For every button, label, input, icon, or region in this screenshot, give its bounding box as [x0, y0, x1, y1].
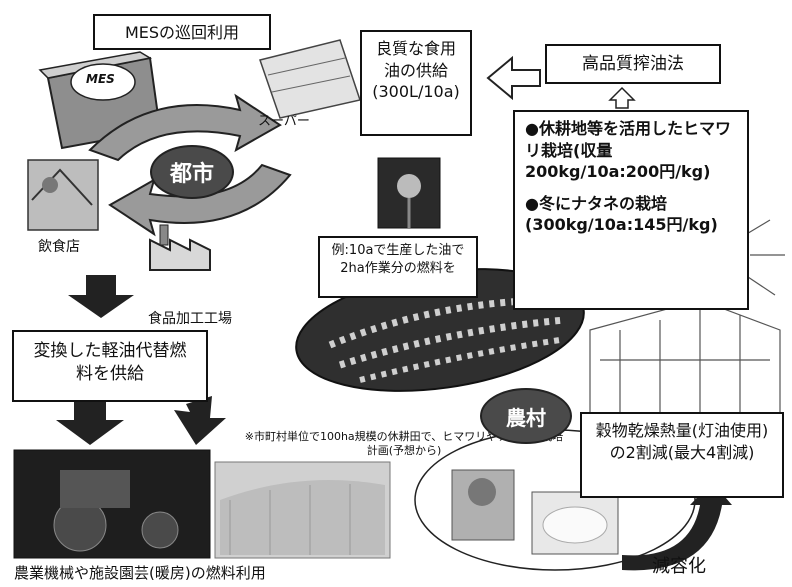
fuel-supply-box: 変換した軽油代替燃料を供給	[12, 330, 208, 402]
volume-reduction-label: 減容化	[652, 556, 706, 577]
cultivation-box: ●休耕地等を活用したヒマワリ栽培(収量200kg/10a:200円/kg) ●冬…	[513, 110, 749, 310]
restaurant-icon	[27, 159, 99, 231]
hollow-arrow-up-icon	[608, 86, 636, 109]
supermarket-icon	[259, 39, 361, 119]
municipal-note: ※市町村単位で100ha規模の休耕田で、ヒマワリやナタネの栽培計画(予想から)	[244, 430, 564, 458]
mes-cycle-title: MESの巡回利用	[124, 23, 240, 42]
arrow-down-left-icon	[68, 275, 134, 318]
cultivation-sunflower-text: ●休耕地等を活用したヒマワリ栽培(収量200kg/10a:200円/kg)	[525, 119, 731, 182]
factory-icon	[149, 224, 211, 271]
city-badge: 都市	[150, 145, 234, 199]
city-label: 都市	[169, 162, 214, 187]
cycle-arrows-icon	[88, 93, 292, 237]
supermarket-label: スーパー	[258, 114, 310, 129]
oil-supply-text: 良質な食用油の供給(300L/10a)	[372, 39, 460, 102]
example-note-text: 例:10aで生産した油で2ha作業分の燃料を	[331, 243, 465, 276]
drying-text: 穀物乾燥熱量(灯油使用)の2割減(最大4割減)	[595, 421, 769, 462]
sun-icon	[744, 219, 785, 296]
arrow-diagonal-icon	[174, 396, 226, 445]
village-label: 農村	[506, 405, 546, 430]
curved-arrow-icon	[622, 482, 732, 571]
field-illustration	[295, 268, 585, 392]
mes-cycle-title-box: MESの巡回利用	[93, 14, 271, 50]
method-box: 高品質搾油法	[545, 44, 721, 84]
oil-supply-box: 良質な食用油の供給(300L/10a)	[360, 30, 472, 136]
arrow-down-tractor-icon	[56, 400, 124, 445]
greenhouse-icon	[589, 299, 781, 421]
village-badge: 農村	[480, 388, 572, 444]
hollow-arrow-left-icon	[486, 55, 541, 101]
food-factory-label: 食品加工工場	[148, 311, 232, 327]
mes-logo-text: MES	[86, 72, 115, 86]
example-note-box: 例:10aで生産した油で2ha作業分の燃料を	[318, 236, 478, 298]
restaurant-label: 飲食店	[38, 239, 80, 255]
fuel-supply-text: 変換した軽油代替燃料を供給	[33, 341, 187, 384]
method-text: 高品質搾油法	[582, 54, 684, 74]
bottom-caption: 農業機械や施設園芸(暖房)の燃料利用	[14, 564, 266, 582]
drying-box: 穀物乾燥熱量(灯油使用)の2割減(最大4割減)	[580, 412, 784, 498]
cultivation-rapeseed-text: ●冬にナタネの栽培(300kg/10a:145円/kg)	[525, 193, 718, 235]
